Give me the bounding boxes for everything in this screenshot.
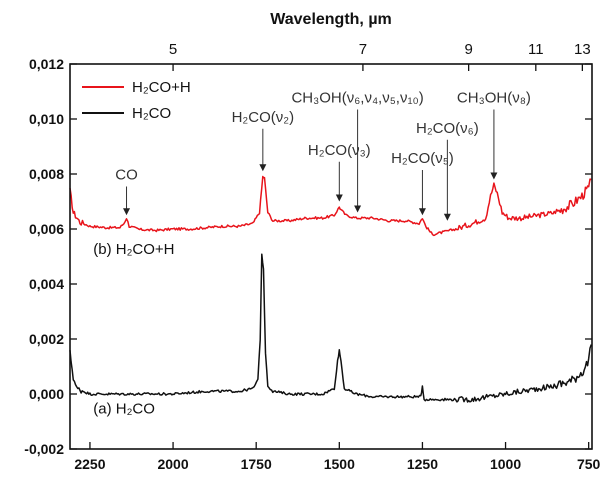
top-tick-label: 9 [464,41,472,58]
annotation-arrow-head [123,208,131,216]
y-tick-label: 0,012 [29,56,64,72]
annotation-label: H₂CO(ν₆) [416,120,479,137]
panel-label: (b) H₂CO+H [93,241,174,258]
plot-frame [69,63,593,450]
top-tick-label: 13 [574,41,591,58]
axis-ticks: 2250 2000 1750 1500 1250 1000 750 -0,002 0,000 0,… [24,41,600,472]
annotations: CO H₂CO(ν₂) H₂CO(ν₃) CH₃OH(ν₆,ν₄,ν₅,ν₁₀) H₂C… [93,90,531,418]
top-tick-label: 5 [169,41,177,58]
annotation-label: H₂CO(ν₃) [308,142,371,159]
legend-label-red: H₂CO+H [132,79,191,96]
annotation-arrow-head [418,208,426,216]
x-tick-label: 2250 [74,456,105,472]
annotation-arrow-head [443,213,451,221]
top-axis-title: Wavelength, µm [270,11,392,28]
y-tick-label: 0,006 [29,221,64,237]
x-tick-label: 1000 [490,456,521,472]
y-tick-label: 0,004 [29,276,64,292]
y-tick-label: 0,010 [29,111,64,127]
annotation-label: CO [115,167,138,184]
panel-label: (a) H₂CO [93,400,155,417]
x-tick-label: 2000 [157,456,188,472]
x-tick-label: 750 [577,456,601,472]
legend: H₂CO+H H₂CO [82,79,191,122]
x-tick-label: 1750 [241,456,272,472]
y-tick-label: 0,002 [29,331,64,347]
annotation-label: H₂CO(ν₂) [232,109,294,126]
annotation-arrow-head [354,205,362,213]
series-h2co-h [69,175,592,237]
annotation-label: CH₃OH(ν₆,ν₄,ν₅,ν₁₀) [291,90,423,107]
y-tick-label: 0,008 [29,166,64,182]
annotation-arrow-head [335,194,343,202]
annotation-label: H₂CO(ν₅) [391,150,454,167]
x-tick-label: 1500 [324,456,355,472]
legend-label-black: H₂CO [132,105,171,122]
top-tick-label: 11 [528,41,544,58]
y-tick-label: 0,000 [29,386,64,402]
annotation-label: CH₃OH(ν₈) [457,90,531,107]
annotation-arrow-head [259,164,267,172]
annotation-arrow-head [490,172,498,180]
y-tick-label: -0,002 [24,441,64,457]
x-tick-label: 1250 [407,456,438,472]
series-lines [69,175,593,403]
top-tick-label: 7 [359,41,367,58]
series-h2co [69,253,593,403]
